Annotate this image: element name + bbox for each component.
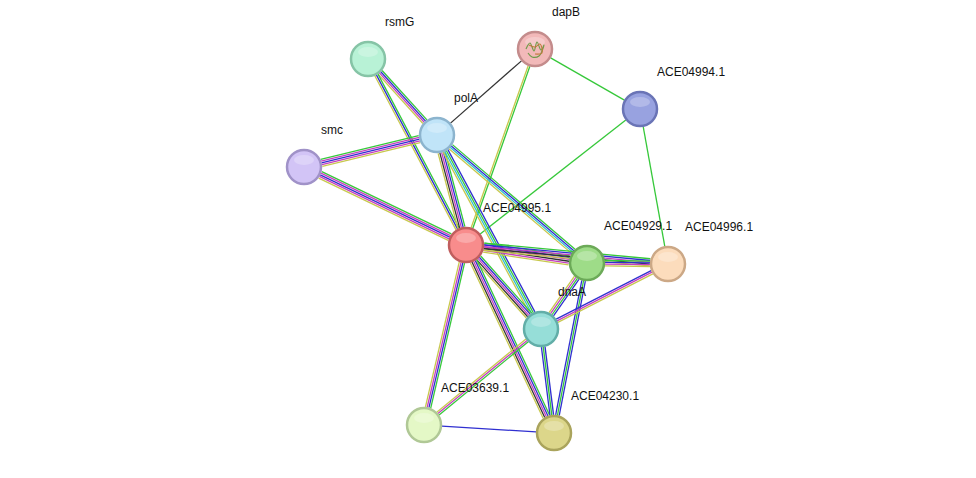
interaction-edge bbox=[437, 339, 528, 415]
protein-label: ACE04995.1 bbox=[483, 201, 551, 215]
evidence-line bbox=[541, 347, 550, 415]
protein-node: ACE04995.1 bbox=[448, 227, 484, 263]
evidence-line bbox=[322, 172, 452, 234]
protein-label: polA bbox=[454, 91, 478, 105]
evidence-line bbox=[605, 260, 650, 262]
evidence-line bbox=[321, 136, 419, 160]
protein-node: ACE03639.1 bbox=[406, 407, 442, 443]
interaction-edge bbox=[480, 120, 626, 234]
evidence-line bbox=[439, 342, 528, 415]
node-circle bbox=[448, 227, 484, 263]
protein-label: ACE04230.1 bbox=[571, 389, 639, 403]
protein-label: dapB bbox=[552, 5, 580, 19]
interaction-edge bbox=[605, 261, 650, 267]
interaction-edge bbox=[321, 136, 421, 167]
interaction-edge bbox=[551, 58, 625, 100]
evidence-line bbox=[438, 153, 458, 228]
evidence-line bbox=[322, 139, 420, 163]
protein-label: ACE04996.1 bbox=[685, 220, 753, 234]
evidence-line bbox=[322, 143, 420, 167]
node-circle bbox=[406, 407, 442, 443]
node-circle bbox=[536, 415, 572, 451]
node-circle bbox=[419, 117, 455, 153]
protein-node: ACE04230.1 bbox=[536, 415, 572, 451]
evidence-line bbox=[484, 247, 650, 263]
protein-node: ACE04994.1 bbox=[622, 91, 658, 127]
protein-node: polA bbox=[419, 117, 455, 153]
evidence-line bbox=[320, 175, 450, 237]
protein-label: dnaA bbox=[558, 285, 586, 299]
protein-label: ACE04929.1 bbox=[604, 219, 672, 233]
evidence-line bbox=[484, 248, 650, 264]
protein-node: smc bbox=[286, 149, 322, 185]
protein-label: rsmG bbox=[385, 15, 414, 29]
evidence-line bbox=[551, 58, 625, 100]
protein-node: ACE04929.1 bbox=[569, 245, 605, 281]
protein-label: smc bbox=[321, 123, 343, 137]
evidence-line bbox=[558, 274, 653, 323]
protein-node: rsmG bbox=[350, 41, 386, 77]
interaction-edge bbox=[319, 172, 452, 241]
node-circle bbox=[569, 245, 605, 281]
evidence-line bbox=[449, 149, 572, 254]
evidence-line bbox=[321, 137, 419, 161]
evidence-line bbox=[605, 265, 650, 267]
node-circle bbox=[286, 149, 322, 185]
protein-node: ACE04996.1 bbox=[650, 246, 686, 282]
protein-node: dnaA bbox=[523, 311, 559, 347]
node-circle bbox=[350, 41, 386, 77]
node-circle bbox=[650, 246, 686, 282]
interaction-edge bbox=[442, 426, 536, 432]
protein-label: ACE04994.1 bbox=[657, 65, 725, 79]
evidence-line bbox=[437, 339, 526, 412]
evidence-line bbox=[557, 272, 652, 321]
evidence-line bbox=[438, 340, 527, 413]
evidence-line bbox=[319, 176, 449, 238]
protein-label: ACE03639.1 bbox=[441, 381, 509, 395]
node-circle bbox=[517, 31, 553, 67]
node-circle bbox=[622, 91, 658, 127]
evidence-line bbox=[448, 150, 535, 312]
evidence-line bbox=[442, 426, 536, 432]
evidence-line bbox=[556, 271, 651, 320]
evidence-line bbox=[605, 263, 650, 265]
interaction-edge bbox=[556, 271, 653, 323]
evidence-line bbox=[484, 250, 650, 266]
evidence-line bbox=[480, 120, 626, 234]
evidence-line bbox=[605, 262, 650, 264]
node-circle bbox=[523, 311, 559, 347]
protein-node: dapB bbox=[517, 31, 553, 67]
evidence-line bbox=[319, 178, 449, 240]
interaction-edge bbox=[484, 243, 651, 266]
evidence-line bbox=[321, 173, 451, 235]
evidence-line bbox=[322, 141, 420, 165]
interaction-edge bbox=[541, 347, 553, 416]
evidence-line bbox=[543, 347, 552, 415]
